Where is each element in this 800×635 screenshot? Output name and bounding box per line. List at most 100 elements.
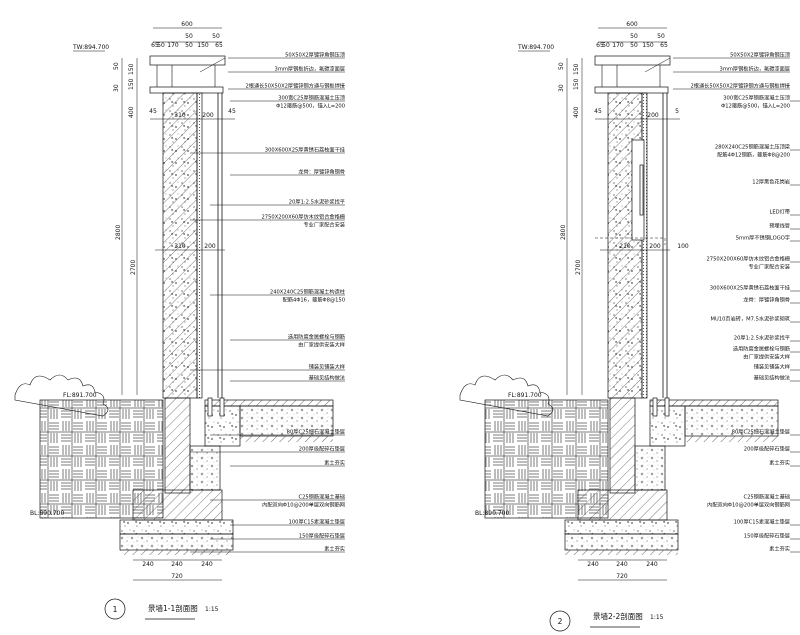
section-title: 景墙2-2剖面图 (593, 611, 643, 621)
section-number: 2 (558, 617, 563, 626)
callout-label: 300X600X25厚黄锈石荔枝面干挂 (265, 146, 345, 154)
callout-label: 300宽C25厚钢筋混凝土压顶 (278, 94, 345, 102)
dim-bottom-total: 720 (171, 573, 183, 580)
cap-fold (644, 57, 671, 73)
compacted-soil (565, 550, 678, 555)
callout-label: 素土夯实 (769, 459, 790, 467)
dim-mid-cavity2: 200 (649, 243, 661, 250)
gravel-fill (189, 445, 221, 491)
cap-plate (594, 86, 669, 94)
gravel-base (564, 533, 679, 551)
dim-top-c: 170 (167, 42, 179, 49)
conduit (595, 237, 666, 245)
callout-label: 12厚黑色花岗岩 (752, 178, 790, 186)
stone-facing (196, 92, 203, 399)
cap-angle-top (594, 55, 671, 66)
dim-h3: 30 (113, 84, 120, 92)
dim-h1: 150 (128, 63, 135, 75)
callout-label: 80厚C25细石混凝土垫层 (732, 428, 790, 436)
callout-label: 50X50X2厚镀锌角钢压顶 (730, 51, 790, 59)
gravel-fill (634, 445, 666, 491)
callout-label: 50X50X2厚镀锌角钢压顶 (285, 51, 345, 59)
anchor-bolt (219, 397, 225, 417)
paving-soil (685, 436, 778, 442)
dim-top-d3: 50 (212, 33, 220, 40)
dim-top-d2: 50 (185, 33, 193, 40)
footing-neck (609, 397, 636, 494)
callout-label: Φ12箍筋@500，锚入L=200 (721, 102, 790, 110)
callout-label: 150厚级配碎石垫层 (299, 532, 345, 540)
callout-label: 内配双向Φ10@200单层双向钢筋网 (262, 501, 345, 509)
paving-soil (240, 436, 333, 442)
dim-bottom-c: 240 (201, 561, 213, 568)
dim-h2: 150 (573, 78, 580, 90)
dim-bottom-b: 240 (171, 561, 183, 568)
dim-top-a: 65 (596, 42, 604, 49)
callout-label: 基础见结构做法 (754, 374, 790, 382)
dim-cap: 50 (113, 62, 120, 70)
section-number-circle (104, 598, 126, 620)
dim-mid-cavity2: 200 (204, 243, 216, 250)
callout-label: 配筋4Φ12钢筋，箍筋Φ8@200 (717, 151, 790, 159)
callout-label: 200厚级配碎石垫层 (744, 445, 790, 453)
cap-angle-top (149, 55, 226, 66)
callout-label: 铺装见铺装大样 (754, 363, 790, 371)
dim-bottom-a: 240 (587, 561, 599, 568)
callout-label: 专业厂家配合安装 (748, 263, 790, 271)
callout-label: C25钢筋混凝土基础 (298, 493, 345, 501)
dim-top-d: 50 (630, 42, 638, 49)
callout-label: 选用防腐金属螺栓与钢筋 (288, 333, 345, 341)
callout-label: 100厚C15素混凝土垫层 (289, 518, 345, 526)
gravel-base (119, 533, 234, 551)
logo-letters (639, 164, 644, 216)
callout-label: 300X600X25厚黄锈石荔枝面干挂 (710, 284, 790, 292)
dim-cap: 50 (558, 62, 565, 70)
callout-label: 龙骨：厚镀锌角钢骨 (298, 168, 345, 176)
dim-h1: 150 (573, 63, 580, 75)
dim-h4: 400 (573, 106, 580, 118)
dim-mid-core: 310 (174, 112, 186, 119)
dim-top-c: 170 (612, 42, 624, 49)
dim-bottom-a: 240 (142, 561, 154, 568)
callout-label: 预埋线管 (769, 222, 790, 230)
callout-label: 280X240C25钢筋混凝土压顶梁 (715, 143, 790, 151)
dim-top-e: 150 (197, 42, 209, 49)
dim-total: 2800 (560, 225, 567, 240)
callout-label: 内配双向Φ10@200单层双向钢筋网 (707, 501, 790, 509)
dim-bottom-total: 720 (616, 573, 628, 580)
callout-label: 龙骨：厚镀锌角钢骨 (743, 296, 790, 304)
compacted-soil (120, 550, 233, 555)
dim-top-e: 150 (642, 42, 654, 49)
dim-top-d: 50 (185, 42, 193, 49)
elevation-top: TW:894.700 (72, 44, 109, 51)
callout-label: 素土夯实 (769, 545, 790, 553)
callout-label: 素土夯实 (324, 459, 345, 467)
dim-total: 2800 (115, 225, 122, 240)
dim-h2: 150 (128, 78, 135, 90)
dim-top-a: 65 (151, 42, 159, 49)
dim-mid-cavity: 200 (647, 112, 659, 119)
callout-label: 铺装见铺装大样 (309, 363, 345, 371)
callout-label: 20厚1:2.5水泥砂浆找平 (734, 334, 790, 342)
callout-label: 5mm厚不锈钢LOGO字 (736, 234, 790, 242)
stone-facing (641, 92, 648, 399)
elevation-bottom: BL:890.700 (475, 510, 509, 517)
anchor-bolt (207, 397, 213, 417)
section-scale: 1:15 (650, 614, 664, 621)
elevation-bottom: BL:890.700 (30, 510, 64, 517)
dim-top-b: 50 (602, 42, 610, 49)
callout-label: 由厂家提供安装大样 (298, 341, 345, 349)
section-number: 1 (113, 605, 118, 614)
callout-label: 2根通长50X50X2厚镀锌钢方通与钢板焊接 (245, 82, 345, 90)
dim-mid-panel: 100 (677, 243, 689, 250)
dim-top-d3: 50 (657, 33, 665, 40)
wall-concrete (163, 93, 197, 398)
callout-label: MU10页岩砖，M7.5水泥砂浆砌筑 (711, 315, 791, 323)
dim-mid-right: 5 (675, 108, 679, 115)
callout-label: 2根通长50X50X2厚镀锌钢方通与钢板焊接 (690, 82, 790, 90)
dim-wall: 2700 (130, 260, 137, 275)
dim-h3: 30 (558, 84, 565, 92)
anchor-bolt (664, 397, 670, 417)
